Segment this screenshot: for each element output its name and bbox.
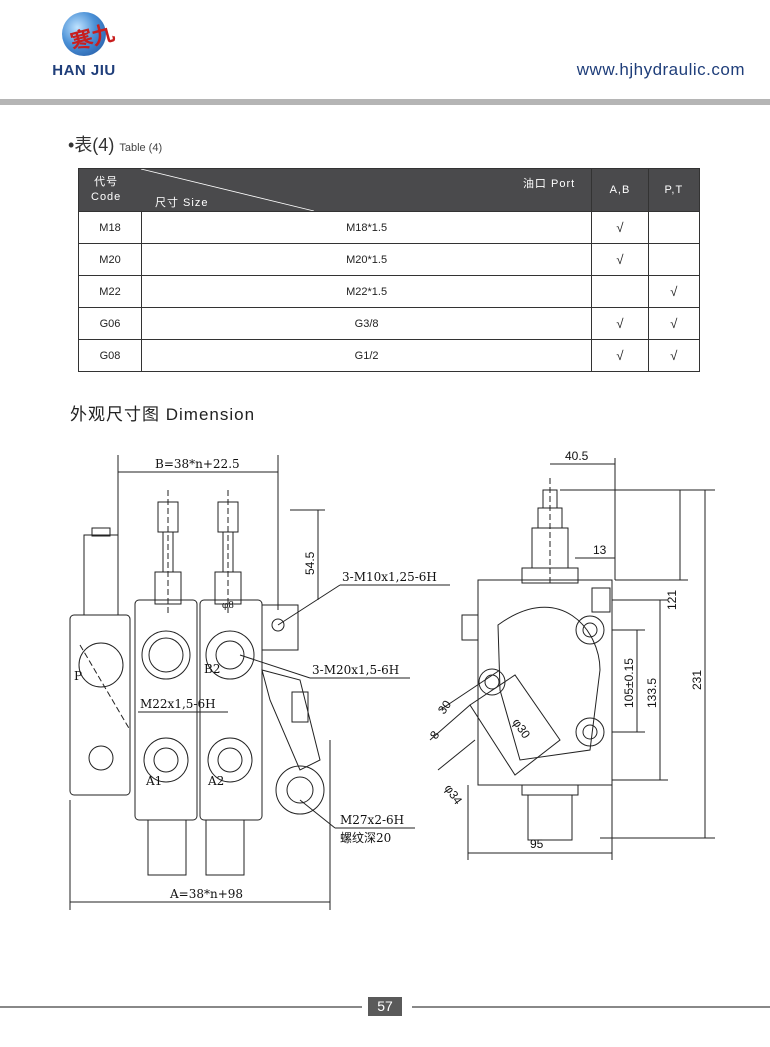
dim-b-label: B=38*n+22.5 (155, 457, 240, 471)
dim-8-label: 8 (427, 728, 442, 742)
ab-cell: √ (591, 307, 649, 340)
dim-13-label: 13 (593, 543, 607, 557)
ab-cell (591, 275, 649, 308)
code-cell: G08 (78, 339, 142, 372)
pt-cell: √ (647, 307, 701, 340)
side-view (429, 458, 715, 860)
side-view-labels: 40.5 13 121 105±0.15 133.5 231 30 8 φ30 … (427, 449, 704, 851)
thread-m20-label: 3-M20x1,5-6H (312, 663, 399, 677)
front-view (69, 455, 450, 910)
dim-231-label: 231 (690, 670, 704, 690)
dim-95-label: 95 (530, 837, 544, 851)
dim-30-label: 30 (435, 697, 454, 716)
size-header: 尺寸 Size (155, 197, 209, 209)
port-p-label: P (74, 669, 82, 683)
dim-105-label: 105±0.15 (622, 658, 636, 708)
port-a2-label: A2 (207, 774, 224, 788)
front-view-labels: B=38*n+22.5 A=38*n+98 54.5 3-M10x1,25-6H… (74, 457, 437, 901)
diagonal-line (140, 169, 314, 211)
code-cell: G06 (78, 307, 142, 340)
dimension-section-title: 外观尺寸图 Dimension (70, 405, 256, 424)
pt-cell (647, 211, 701, 244)
ab-header: A,B (591, 168, 649, 212)
code-cell: M18 (78, 211, 142, 244)
ab-cell: √ (591, 243, 649, 276)
size-cell: M20*1.5 (140, 243, 593, 276)
thread-depth-label: 螺纹深20 (340, 831, 391, 845)
dimension-drawing: B=38*n+22.5 A=38*n+98 54.5 3-M10x1,25-6H… (69, 449, 715, 910)
dim-40-5-label: 40.5 (565, 449, 589, 463)
footer-rule-left (0, 1006, 362, 1008)
size-cell: G1/2 (140, 339, 593, 372)
size-cell: M18*1.5 (140, 211, 593, 244)
header-divider (0, 99, 770, 105)
thread-m10-label: 3-M10x1,25-6H (342, 570, 437, 584)
thread-m22-label: M22x1,5-6H (140, 697, 216, 711)
globe-icon (62, 12, 106, 56)
size-cell: M22*1.5 (140, 275, 593, 308)
pt-cell: √ (647, 339, 701, 372)
thread-m27-label: M27x2-6H (340, 813, 404, 827)
table-title: •表(4) Table (4) (68, 135, 163, 155)
port-header: 油口 Port (522, 178, 576, 190)
pt-cell: √ (647, 275, 701, 308)
website-url[interactable]: www.hjhydraulic.com (576, 60, 745, 79)
brand-name: HAN JIU (52, 62, 116, 79)
dim-phi34-label: φ34 (442, 782, 466, 808)
pt-cell (647, 243, 701, 276)
dim-54-5-label: 54.5 (303, 551, 317, 575)
dim-121-label: 121 (665, 590, 679, 610)
port-b2-label: B2 (204, 662, 220, 676)
phi8-label: φ8 (222, 601, 234, 611)
size-cell: G3/8 (140, 307, 593, 340)
ab-cell: √ (591, 211, 649, 244)
dim-133-5-label: 133.5 (645, 678, 659, 708)
pt-header: P,T (647, 168, 701, 212)
ab-cell: √ (591, 339, 649, 372)
port-a1-label: A1 (145, 774, 162, 788)
footer-rule-right (412, 1006, 770, 1008)
code-cell: M22 (78, 275, 142, 308)
page-number: 57 (368, 997, 402, 1016)
dim-a-label: A=38*n+98 (169, 887, 243, 901)
code-cell: M20 (78, 243, 142, 276)
